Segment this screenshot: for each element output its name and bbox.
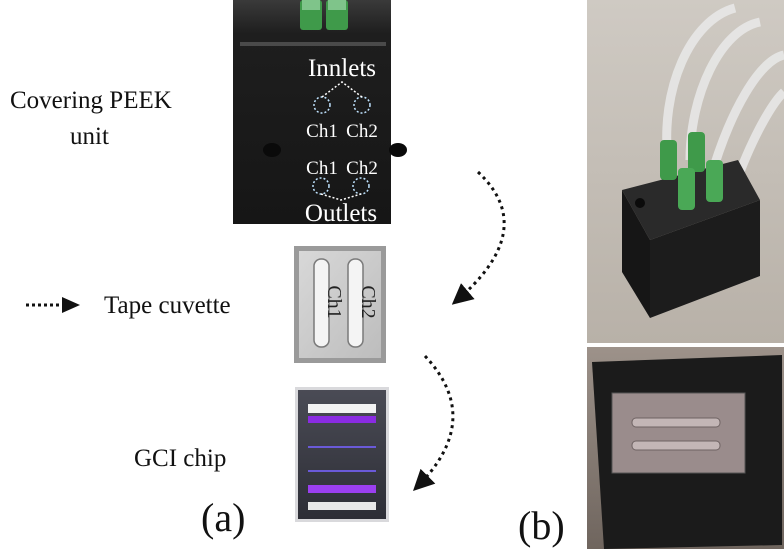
arrow-peek-to-cuvette — [451, 170, 506, 305]
label-gci-chip: GCI chip — [134, 445, 227, 472]
peek-outlet-ch2-text: Ch2 — [346, 158, 378, 179]
peek-outlet-ch1-text: Ch1 — [306, 158, 338, 179]
peek-unit-photo: Innlets Ch1 Ch2 Ch1 Ch2 Outlets — [233, 0, 407, 227]
legend-dotted-arrow — [26, 297, 80, 313]
chip-top-strip — [308, 404, 376, 413]
cuvette-channel-2 — [347, 258, 364, 348]
panel-label-b: (b) — [518, 503, 565, 548]
peek-inlets-text: Innlets — [308, 55, 376, 82]
outlets-pointer — [320, 193, 362, 201]
label-tape-cuvette: Tape cuvette — [104, 292, 231, 319]
panel-label-a: (a) — [201, 495, 246, 540]
block-bottom-photo — [587, 347, 784, 549]
arrow-cuvette-to-chip — [413, 354, 455, 491]
peek-inlet-ch1-text: Ch1 — [306, 121, 338, 142]
chip-purple-band-2 — [308, 485, 376, 493]
peek-outlets-text: Outlets — [305, 200, 377, 227]
cuvette-ch2-text: Ch2 — [357, 285, 379, 318]
screw-hole-right — [389, 143, 407, 157]
assembled-unit-photo — [587, 0, 784, 343]
screw-hole-left — [263, 143, 281, 157]
chip-bottom-strip — [308, 502, 376, 510]
peek-inlet-ch2-text: Ch2 — [346, 121, 378, 142]
chip-line-2 — [308, 470, 376, 472]
tape-cuvette-photo: Ch1 Ch2 — [294, 246, 386, 363]
label-covering-peek-line2: unit — [70, 123, 109, 150]
cuvette-channel-1 — [313, 258, 330, 348]
gci-chip-photo — [295, 387, 389, 522]
inlets-pointer — [321, 81, 363, 98]
chip-line-1 — [308, 446, 376, 448]
bottom-chip — [612, 393, 745, 473]
cuvette-ch1-text: Ch1 — [323, 285, 345, 318]
label-covering-peek-line1: Covering PEEK — [10, 87, 172, 114]
chip-purple-band-1 — [308, 416, 376, 423]
